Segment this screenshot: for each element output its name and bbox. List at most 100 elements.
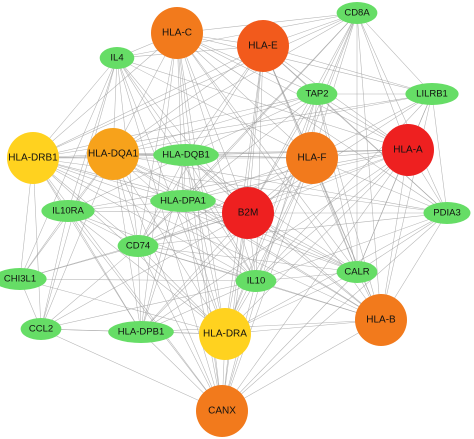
edge-hla-dpa1-hla-dpb1: [140, 200, 184, 333]
node-label-hla-drb1: HLA-DRB1: [8, 153, 58, 164]
edge-hla-a-hla-dpb1: [140, 149, 409, 333]
node-label-hla-dpb1: HLA-DPB1: [118, 327, 164, 338]
node-shape-il4: [99, 47, 135, 69]
edge-tap2-pdia3: [316, 93, 448, 214]
node-shape-chi3l1: [0, 268, 47, 290]
edge-hla-drb1-ccl2: [32, 157, 42, 330]
edge-pdia3-cd74: [137, 212, 448, 247]
node-shape-lilrb1: [405, 83, 459, 105]
node-hla-c: HLA-C: [151, 7, 203, 59]
edge-hla-c-calr: [176, 32, 358, 273]
node-hla-e: HLA-E: [237, 20, 289, 72]
node-label-hla-dpa1: HLA-DPA1: [160, 196, 206, 207]
node-tap2: TAP2: [296, 83, 338, 105]
edge-il4-chi3l1: [19, 57, 118, 280]
node-label-chi3l1: CHI3L1: [4, 274, 36, 285]
node-canx: CANX: [196, 385, 248, 437]
edge-il10ra-hla-dpb1: [67, 210, 142, 333]
edge-hla-f-hla-dra: [224, 157, 313, 335]
edge-il4-hla-dqb1: [116, 57, 187, 156]
edge-cd8a-hla-dpa1: [182, 12, 358, 202]
node-shape-il10: [235, 270, 277, 292]
node-shape-hla-dpa1: [150, 190, 216, 212]
node-shape-hla-f: [286, 132, 338, 184]
edge-cd74-ccl2: [40, 245, 139, 330]
edge-cd74-hla-dpb1: [137, 245, 142, 333]
edge-b2m-hla-b: [247, 212, 382, 321]
edge-cd74-calr: [137, 245, 358, 273]
edge-hla-dqa1-il10: [112, 153, 257, 282]
node-hla-b: HLA-B: [355, 294, 407, 346]
edge-hla-drb1-hla-dpb1: [32, 157, 142, 333]
edge-tap2-hla-dqb1: [185, 93, 318, 156]
edge-il10-ccl2: [40, 280, 257, 330]
node-label-hla-dqb1: HLA-DQB1: [162, 150, 210, 161]
node-shape-hla-dqa1: [87, 128, 139, 180]
node-shape-cd8a: [336, 2, 378, 24]
edge-il10ra-ccl2: [40, 210, 69, 330]
edge-hla-c-lilrb1: [176, 32, 433, 95]
node-hla-dqa1: HLA-DQA1: [87, 128, 139, 180]
edge-hla-f-hla-b: [311, 157, 382, 321]
node-il10ra: IL10RA: [41, 200, 95, 222]
edge-il4-hla-a: [116, 57, 409, 151]
node-label-hla-a: HLA-A: [393, 145, 423, 156]
edge-il10ra-hla-dra: [67, 210, 226, 335]
node-shape-canx: [196, 385, 248, 437]
edge-hla-drb1-tap2: [32, 93, 318, 159]
node-hla-dra: HLA-DRA: [199, 308, 251, 360]
edge-hla-e-il10: [255, 45, 264, 282]
edge-tap2-hla-b: [316, 93, 382, 321]
node-chi3l1: CHI3L1: [0, 268, 47, 290]
node-hla-dqb1: HLA-DQB1: [153, 144, 219, 166]
edge-tap2-calr: [316, 93, 358, 273]
edge-tap2-hla-dpa1: [182, 93, 318, 202]
node-label-calr: CALR: [344, 267, 369, 278]
edge-il4-il10: [116, 57, 257, 282]
node-shape-calr: [336, 261, 378, 283]
edge-pdia3-hla-dra: [224, 212, 448, 335]
node-hla-dpa1: HLA-DPA1: [150, 190, 216, 212]
node-shape-il10ra: [41, 200, 95, 222]
node-label-cd74: CD74: [126, 241, 150, 252]
edge-il4-b2m: [116, 57, 249, 214]
node-label-canx: CANX: [208, 406, 236, 417]
edge-calr-canx: [221, 271, 358, 412]
node-label-hla-e: HLA-E: [248, 41, 278, 52]
edge-hla-e-b2m: [247, 45, 264, 214]
edge-hla-b-canx: [221, 319, 382, 412]
edge-lilrb1-b2m: [247, 93, 433, 214]
node-shape-hla-dra: [199, 308, 251, 360]
node-shape-hla-drb1: [7, 132, 59, 184]
edge-cd8a-tap2: [316, 12, 358, 95]
edge-cd8a-hla-drb1: [32, 12, 358, 159]
node-hla-a: HLA-A: [382, 124, 434, 176]
node-hla-dpb1: HLA-DPB1: [108, 321, 174, 343]
edge-hla-a-il10: [255, 149, 409, 282]
edge-cd8a-il4: [116, 12, 358, 59]
node-shape-hla-b: [355, 294, 407, 346]
edge-cd8a-hla-dqa1: [112, 12, 358, 155]
edge-hla-c-cd74: [137, 32, 178, 247]
node-shape-hla-dqb1: [153, 144, 219, 166]
edge-cd74-canx: [137, 245, 223, 412]
edge-cd8a-lilrb1: [356, 12, 433, 95]
edge-cd8a-hla-b: [356, 12, 382, 321]
node-il4: IL4: [99, 47, 135, 69]
edge-ccl2-canx: [40, 328, 223, 412]
node-shape-b2m: [222, 187, 274, 239]
node-label-b2m: B2M: [238, 208, 259, 219]
edge-hla-dpa1-canx: [182, 200, 223, 412]
edge-hla-drb1-hla-b: [32, 157, 382, 321]
edge-il10ra-il10: [67, 210, 257, 282]
node-shape-hla-dpb1: [108, 321, 174, 343]
edge-il10ra-b2m: [67, 210, 249, 214]
edge-hla-e-hla-dqa1: [112, 45, 264, 155]
edge-hla-e-lilrb1: [262, 45, 433, 95]
edge-il4-hla-f: [116, 57, 313, 159]
edge-hla-c-hla-dpa1: [176, 32, 184, 202]
node-label-hla-c: HLA-C: [162, 28, 192, 39]
node-label-cd8a: CD8A: [344, 8, 370, 19]
